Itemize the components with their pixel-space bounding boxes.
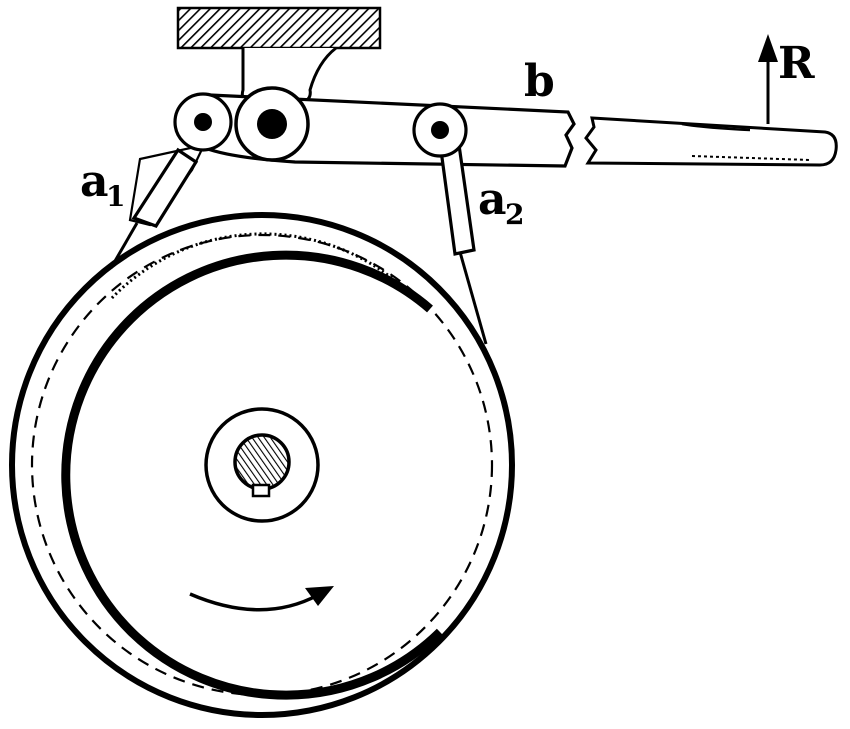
label-a2: a 2	[478, 174, 524, 231]
rotation-arrow	[189, 586, 334, 612]
label-r: R	[778, 38, 815, 89]
svg-text:a: a	[478, 174, 507, 225]
shaft-key	[251, 483, 271, 498]
lever-b-handle	[584, 116, 838, 167]
pivot-main	[234, 86, 310, 162]
svg-text:a: a	[80, 156, 109, 207]
svg-text:1: 1	[106, 180, 125, 213]
wheel-hub	[204, 407, 320, 523]
rod-a1	[128, 143, 206, 228]
svg-text:2: 2	[505, 198, 524, 231]
fixed-support	[176, 6, 382, 50]
brake-band	[109, 222, 488, 345]
force-arrow-r	[758, 34, 778, 124]
shaft	[233, 433, 291, 491]
wheel-rim-inner-edge	[61, 250, 444, 700]
label-a1: a 1	[80, 156, 125, 213]
label-b: b	[524, 56, 555, 107]
pivot-right	[412, 102, 468, 158]
pivot-left	[173, 92, 233, 152]
